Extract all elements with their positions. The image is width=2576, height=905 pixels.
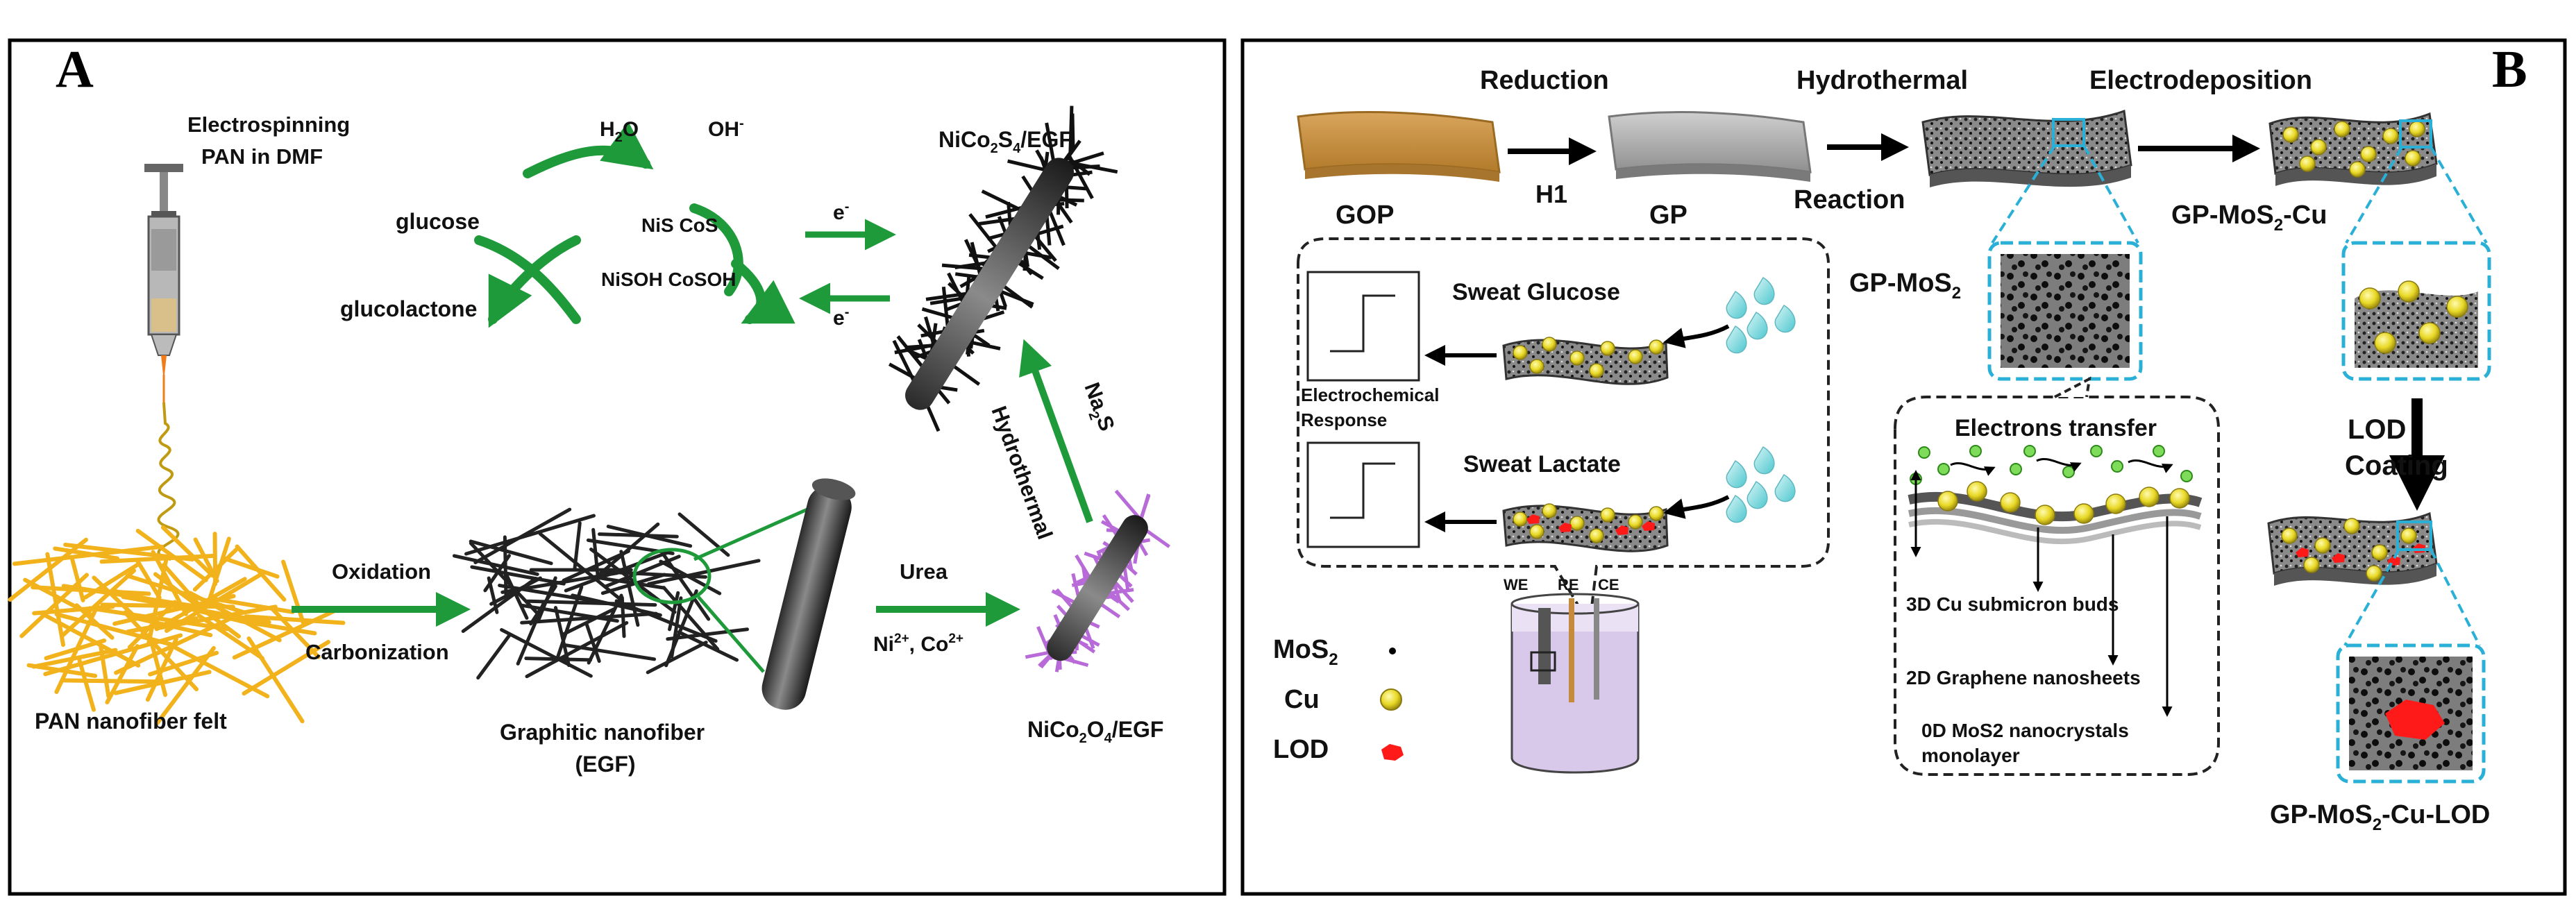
ce-label: CE — [1598, 576, 1619, 593]
sweat-droplets — [1726, 276, 1796, 523]
sweat-in-arrow-2 — [1663, 495, 1730, 519]
zoom-line-bottom — [697, 595, 765, 673]
reduction-label: Reduction — [1480, 66, 1609, 95]
nis-cos-label: NiS CoS — [641, 214, 718, 236]
h2o-label: H2O — [600, 118, 639, 145]
syringe-icon — [144, 164, 183, 403]
electrospinning-label: Electrospinning PAN in DMF — [187, 112, 356, 169]
panel-a-letter: A — [56, 40, 94, 99]
electrodeposition-label: Electrodeposition — [2089, 66, 2312, 95]
glucose-sheet — [1502, 337, 1669, 385]
zoom-gp-mos2-cu-lod — [2336, 549, 2486, 784]
panel-a: A Electrospinning PAN in DMF PAN nanofib… — [8, 38, 1227, 896]
pan-felt-fibers — [8, 525, 346, 726]
graphene-label: 2D Graphene nanosheets — [1906, 667, 2141, 688]
legend-mos2-marker — [1389, 648, 1396, 654]
re-label: RE — [1558, 576, 1579, 593]
gp-mos2-cu-lod-sheet — [2267, 511, 2438, 586]
nico2s4-fiber — [888, 105, 1118, 432]
panel-b: B Reduction Hydrothermal Electrodepositi… — [1240, 38, 2567, 896]
urea-label: Urea — [900, 559, 948, 584]
legend-lod-label: LOD — [1273, 735, 1329, 764]
final-electrode-label: GP-MoS2-Cu-LOD — [2270, 800, 2490, 834]
legend-lod-marker — [1381, 744, 1404, 761]
panel-b-letter: B — [2492, 40, 2527, 99]
reaction-label: Reaction — [1794, 185, 1905, 214]
nico2s4-label: NiCo2S4/EGF — [938, 127, 1072, 156]
gp-label: GP — [1649, 201, 1687, 230]
pan-felt-label: PAN nanofiber felt — [35, 709, 227, 734]
electron-label-top: e- — [833, 199, 849, 224]
cu-buds-label: 3D Cu submicron buds — [1906, 593, 2119, 615]
fiber-jet — [157, 402, 180, 561]
gp-mos2-cu-label: GP-MoS2-Cu — [2171, 201, 2327, 235]
mos2-nano-label: 0D MoS2 nanocrystals monolayer — [1921, 720, 2135, 766]
h1-label: H1 — [1535, 180, 1567, 208]
electrochemical-cell — [1510, 593, 1640, 774]
nico2o4-label: NiCo2O4/EGF — [1027, 717, 1163, 746]
graphitic-label: Graphitic nanofiber (EGF) — [500, 720, 711, 777]
oh-label: OH- — [708, 116, 744, 141]
layered-electrode — [1908, 445, 2203, 717]
gop-sheet — [1297, 111, 1501, 182]
zoom-circle — [632, 548, 712, 604]
gop-label: GOP — [1336, 201, 1394, 230]
ni-co-label: Ni2+, Co2+ — [873, 632, 963, 656]
gp-mos2-cu-sheet — [2268, 112, 2438, 186]
oxidation-label: Oxidation — [332, 559, 431, 584]
we-label: WE — [1504, 576, 1528, 593]
gp-mos2-sheet — [1921, 109, 2132, 187]
sensing-bubble — [1297, 237, 1830, 629]
electrochemical-response-label: Electrochemical Response — [1301, 384, 1445, 430]
electrons-transfer-label: Electrons transfer — [1955, 415, 2157, 441]
graphitic-network — [452, 507, 761, 680]
lactate-response-plot — [1306, 441, 1420, 548]
zoom-gp-mos2 — [1987, 144, 2143, 381]
zoom-line-top — [693, 505, 815, 561]
panel-a-frame — [8, 38, 1227, 896]
zoom-gp-mos2-cu — [2341, 146, 2491, 381]
lod-coating-label: LOD Coating — [2345, 414, 2448, 481]
legend-cu-label: Cu — [1284, 685, 1320, 714]
legend-mos2-label: MoS2 — [1273, 635, 1338, 669]
legend-cu-marker — [1380, 688, 1402, 711]
glucose-label: glucose — [396, 209, 480, 234]
sweat-glucose-label: Sweat Glucose — [1452, 279, 1620, 305]
carbonization-label: Carbonization — [305, 640, 449, 664]
glucolactone-label: glucolactone — [340, 296, 477, 321]
electrons-transfer-bubble — [1894, 376, 2220, 776]
glucose-response-plot — [1306, 271, 1420, 382]
lactate-sheet — [1502, 503, 1669, 552]
sweat-lactate-label: Sweat Lactate — [1463, 451, 1621, 477]
single-fiber-rod — [761, 478, 856, 710]
sweat-in-arrow-1 — [1663, 324, 1730, 348]
gp-sheet — [1608, 111, 1812, 182]
electron-label-bottom: e- — [833, 305, 849, 330]
catalytic-cycle — [474, 121, 795, 328]
hydrothermal-b-label: Hydrothermal — [1796, 66, 1968, 95]
nico2o4-fiber — [1025, 489, 1170, 673]
nisoh-cosoh-label: NiSOH CoSOH — [601, 269, 736, 290]
gp-mos2-label: GP-MoS2 — [1849, 269, 1961, 303]
hydrothermal-arrow — [1019, 339, 1093, 523]
